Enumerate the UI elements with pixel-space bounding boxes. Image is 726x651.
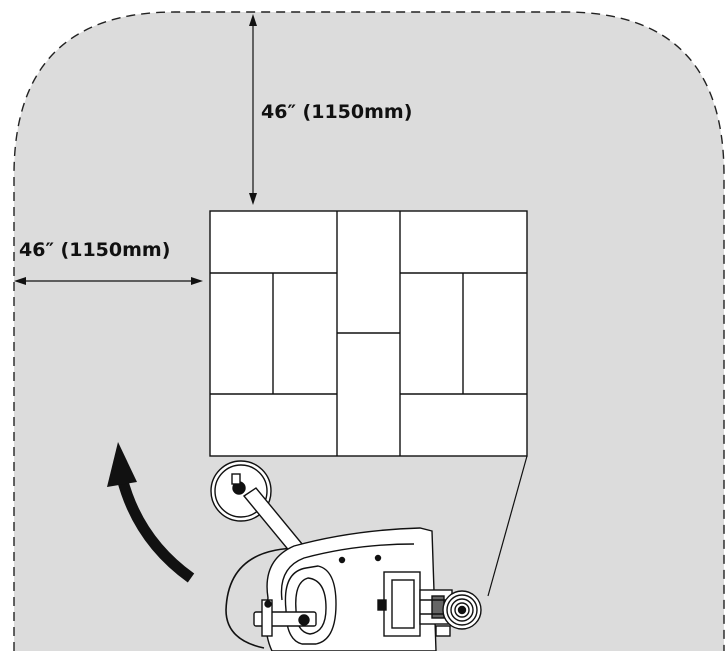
top-clearance-label: 46″ (1150mm) [261,101,413,123]
left-clearance-label: 46″ (1150mm) [19,239,171,261]
left-dimension-arrow [14,277,203,285]
top-dimension-arrow [249,14,257,205]
treadmill-machine-icon [210,460,482,651]
curved-arrow-icon [107,442,195,583]
leader-line [487,455,528,597]
floor-panel-layout [209,210,528,457]
